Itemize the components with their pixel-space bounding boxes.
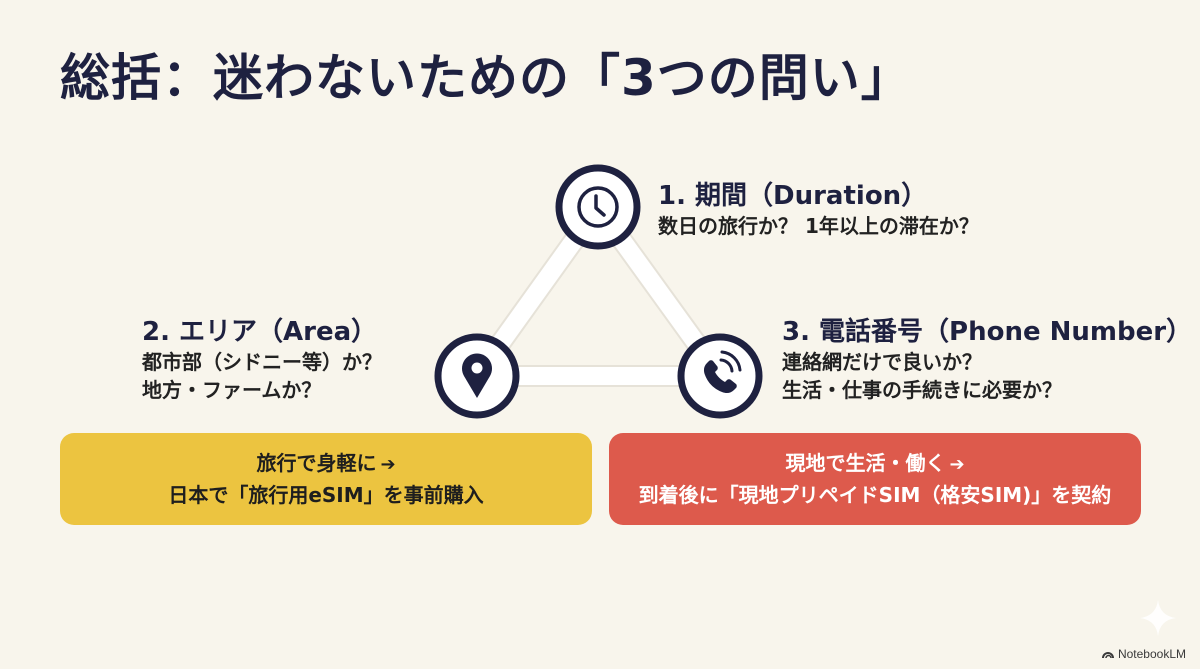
question-heading: 3. 電話番号（Phone Number） xyxy=(782,317,1193,347)
arrow-right-icon: ➔ xyxy=(380,454,396,475)
question-text: 生活・仕事の手続きに必要か？ xyxy=(782,378,1062,402)
question-duration: 1. 期間（Duration） 数日の旅行か？ 1年以上の滞在か？ xyxy=(658,180,979,240)
map-pin-node xyxy=(434,333,520,419)
arrow-right-icon: ➔ xyxy=(949,454,965,475)
outcome-travel-line2: 日本で「旅行用eSIM」を事前購入 xyxy=(168,483,484,507)
clock-node xyxy=(555,164,641,250)
brand-watermark: NotebookLM xyxy=(1101,647,1186,661)
notebooklm-logo-icon xyxy=(1101,652,1114,659)
question-heading: 2. エリア（Area） xyxy=(142,317,378,347)
question-area: 2. エリア（Area） 都市部（シドニー等）か？ 地方・ファームか？ xyxy=(142,316,382,404)
question-text: 地方・ファームか？ xyxy=(142,378,322,402)
outcome-travel-line1: 旅行で身軽に➔ xyxy=(256,451,396,475)
question-heading: 1. 期間（Duration） xyxy=(658,181,928,211)
question-text: 連絡網だけで良いか？ xyxy=(782,350,982,374)
question-phone-number: 3. 電話番号（Phone Number） 連絡網だけで良いか？ 生活・仕事の手… xyxy=(782,316,1192,404)
question-text: 都市部（シドニー等）か？ xyxy=(142,350,382,374)
map-pin-icon xyxy=(462,353,492,398)
outcome-travel-box: 旅行で身軽に➔ 日本で「旅行用eSIM」を事前購入 xyxy=(60,433,592,525)
brand-label: NotebookLM xyxy=(1117,647,1186,661)
question-text: 数日の旅行か？ 1年以上の滞在か？ xyxy=(658,214,979,238)
phone-icon xyxy=(703,350,742,394)
outcome-living-box: 現地で生活・働く➔ 到着後に「現地プリペイドSIM（格安SIM)」を契約 xyxy=(609,433,1141,525)
clock-icon xyxy=(577,186,619,228)
sparkle-icon xyxy=(1140,600,1176,636)
outcome-living-line1: 現地で生活・働く➔ xyxy=(785,451,965,475)
phone-node xyxy=(677,333,763,419)
page-title: 総括：迷わないための「3つの問い」 xyxy=(60,49,912,107)
outcome-living-line2: 到着後に「現地プリペイドSIM（格安SIM)」を契約 xyxy=(638,483,1112,507)
